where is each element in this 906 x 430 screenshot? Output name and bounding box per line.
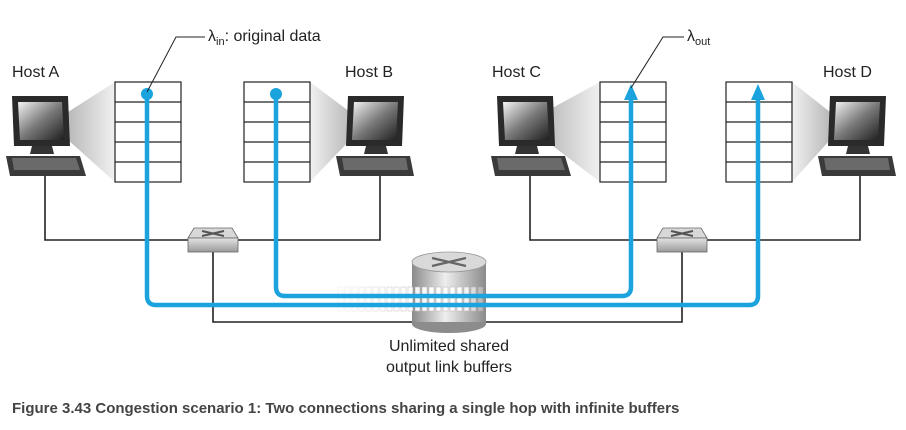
host-d-computer (818, 96, 896, 176)
computer-icon (6, 96, 896, 176)
source-dot-b (270, 88, 282, 100)
flow-endpoints (141, 84, 765, 100)
annotation-leaders (146, 36, 684, 93)
lambda-out-subscript: out (695, 36, 711, 48)
flow-lines (144, 91, 761, 308)
router-label: Unlimited shared output link buffers (370, 336, 528, 378)
host-b-label: Host B (345, 64, 394, 81)
lambda-in-symbol: λ (208, 28, 216, 45)
shared-buffer-packets (337, 286, 484, 312)
figure-caption: Figure 3.43 Congestion scenario 1: Two c… (12, 400, 680, 417)
lambda-in-label: λin: original data (208, 28, 321, 48)
lambda-out-symbol: λ (687, 28, 695, 45)
switch-icon (187, 227, 708, 253)
arrowhead-d (751, 84, 765, 100)
host-a-computer (6, 96, 86, 176)
left-switch (187, 227, 239, 253)
buffer-icon (114, 81, 793, 183)
host-d-label: Host D (823, 64, 872, 81)
host-c-computer (491, 96, 571, 176)
router-label-line2: output link buffers (385, 359, 512, 376)
arrowhead-c (624, 84, 638, 100)
flow-b-to-c (273, 91, 634, 299)
host-c-label: Host C (492, 64, 541, 81)
flow-a-to-d (144, 91, 761, 308)
host-a-label: Host A (12, 64, 60, 81)
right-switch (656, 227, 708, 253)
lambda-out-label: λout (687, 28, 710, 48)
router-label-line1: Unlimited shared (388, 338, 510, 355)
lambda-in-text: : original data (224, 28, 321, 45)
source-dot-a (141, 88, 153, 100)
host-b-computer (336, 96, 414, 176)
lambda-in-subscript: in (216, 36, 225, 48)
projection-cones (68, 82, 830, 182)
